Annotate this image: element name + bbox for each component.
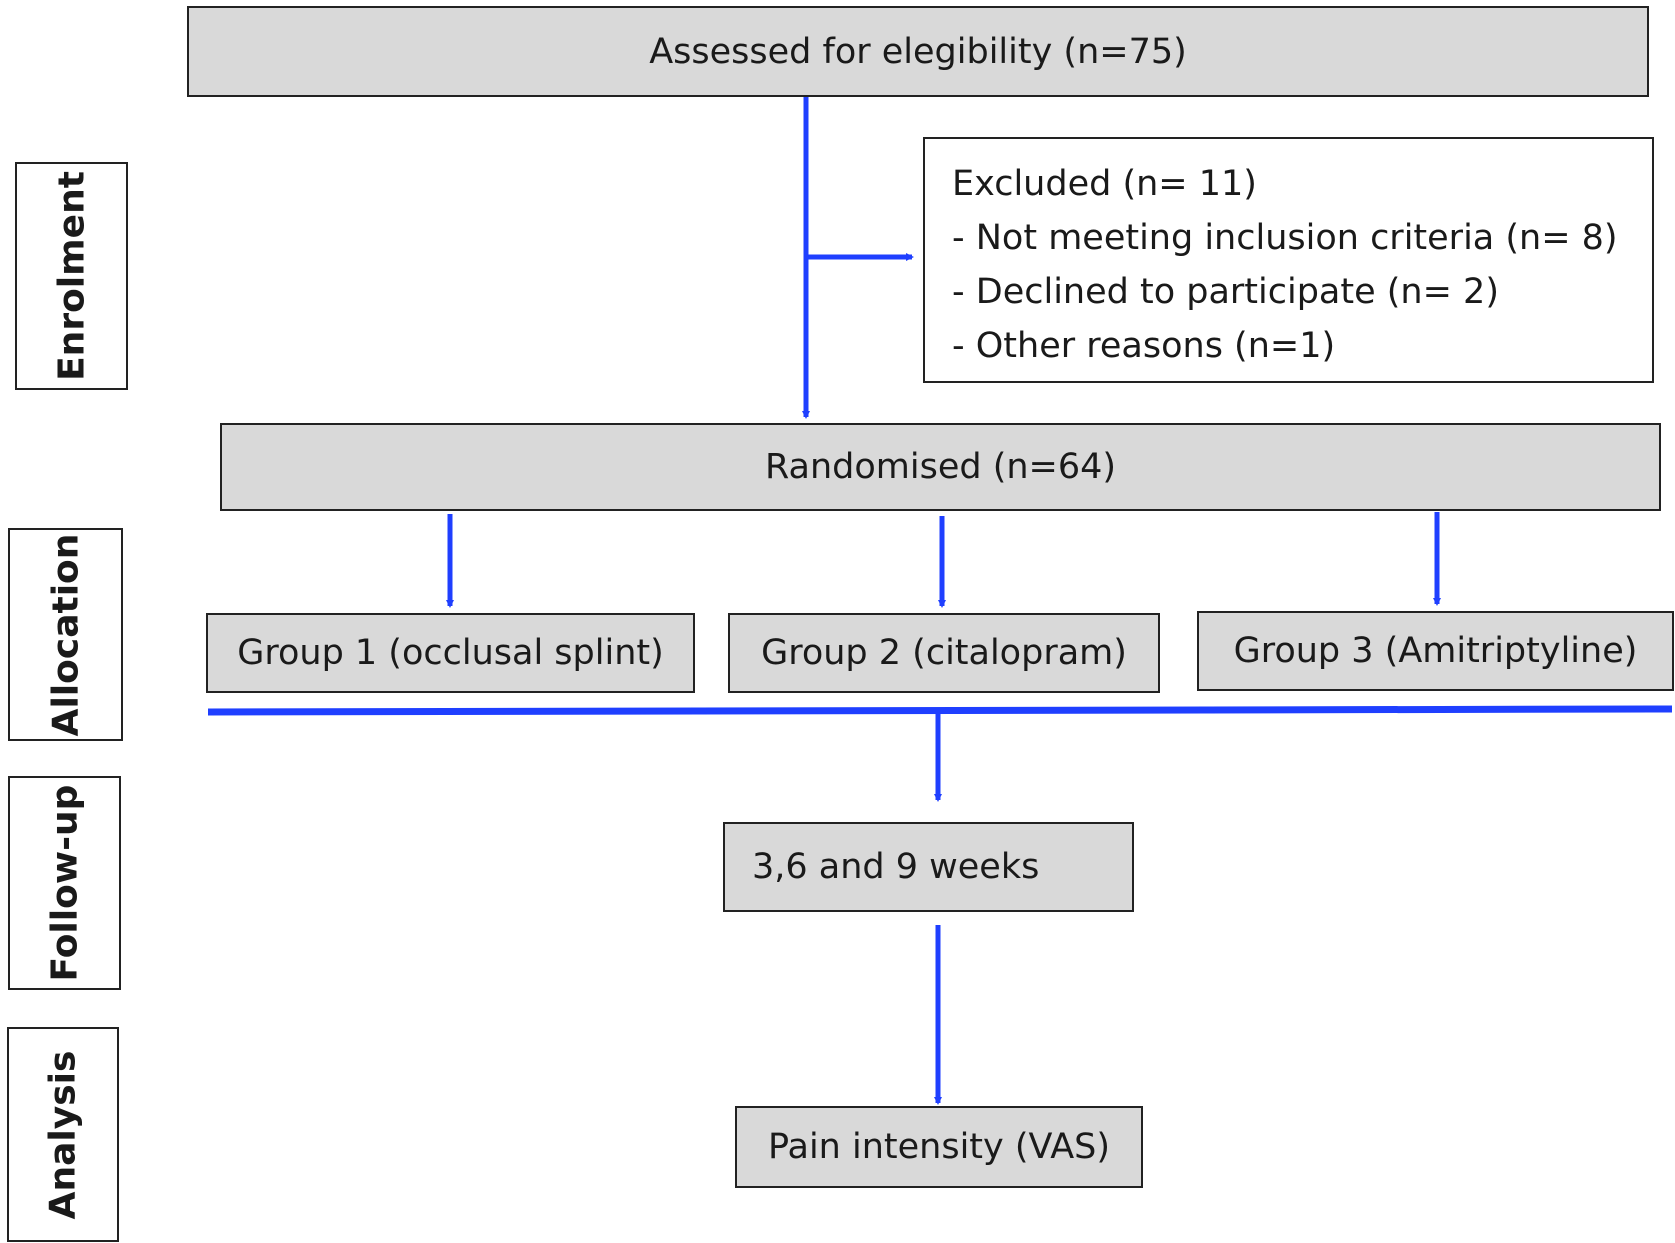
randomised-text: Randomised (n=64) xyxy=(764,447,1117,487)
assessed-box: Assessed for elegibility (n=75) xyxy=(187,6,1649,97)
assessed-text: Assessed for elegibility (n=75) xyxy=(649,31,1187,72)
follow-up-box: 3,6 and 9 weeks xyxy=(723,822,1134,912)
group-3-text: Group 3 (Amitriptyline) xyxy=(1233,631,1638,671)
merge-line xyxy=(207,705,1673,716)
excluded-box: Excluded (n= 11) - Not meeting inclusion… xyxy=(923,137,1654,383)
excluded-reason: - Not meeting inclusion criteria (n= 8) xyxy=(952,218,1618,258)
stage-label-allocation: Allocation xyxy=(8,528,123,741)
group-3-box: Group 3 (Amitriptyline) xyxy=(1197,611,1674,691)
excluded-reason: - Other reasons (n=1) xyxy=(952,326,1336,366)
group-1-box: Group 1 (occlusal splint) xyxy=(206,613,695,693)
stage-label-follow-up: Follow-up xyxy=(8,776,121,990)
analysis-box: Pain intensity (VAS) xyxy=(735,1106,1143,1188)
excluded-reason: - Declined to participate (n= 2) xyxy=(952,272,1499,312)
excluded-title: Excluded (n= 11) xyxy=(952,164,1257,204)
randomised-box: Randomised (n=64) xyxy=(220,423,1661,511)
stage-label-analysis: Analysis xyxy=(7,1027,119,1242)
group-1-text: Group 1 (occlusal splint) xyxy=(237,633,664,673)
group-2-text: Group 2 (citalopram) xyxy=(761,633,1127,673)
stage-label-enrolment: Enrolment xyxy=(15,162,128,390)
group-2-box: Group 2 (citalopram) xyxy=(728,613,1160,693)
follow-up-text: 3,6 and 9 weeks xyxy=(752,847,1040,887)
analysis-text: Pain intensity (VAS) xyxy=(767,1127,1111,1167)
